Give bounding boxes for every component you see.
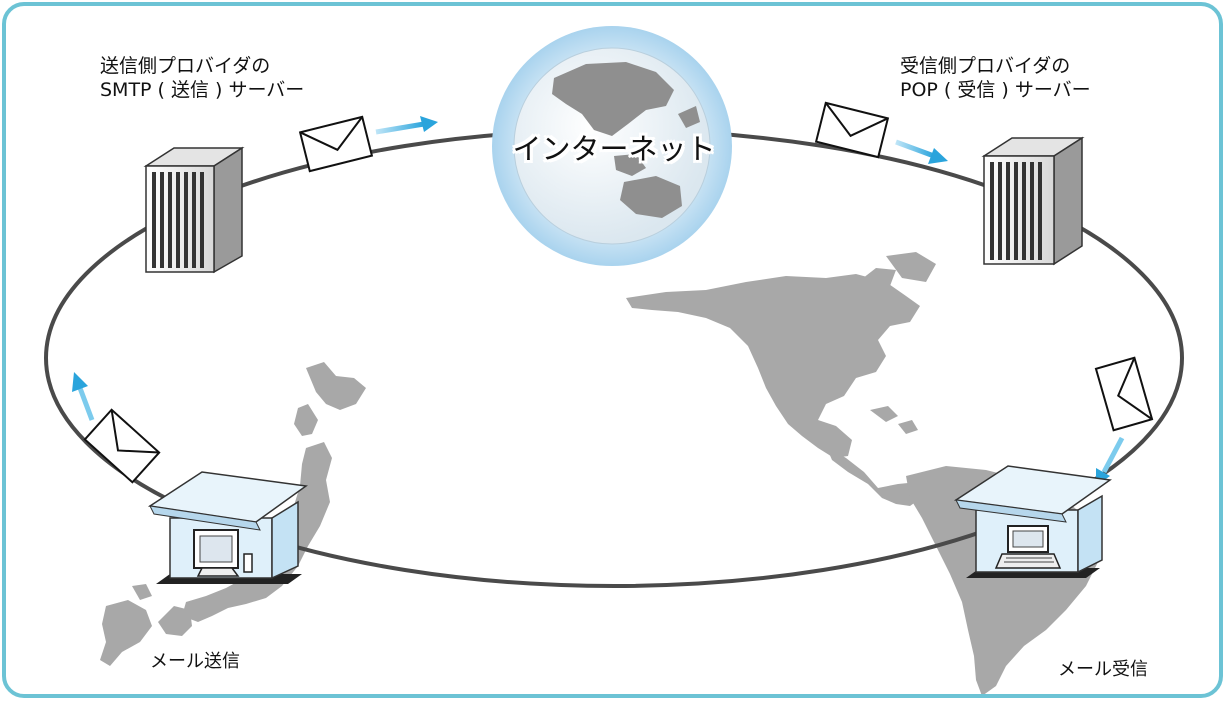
receive-label: メール受信	[1058, 659, 1148, 680]
receiver-server-label: 受信側プロバイダの POP ( 受信 ) サーバー	[900, 54, 1091, 102]
map-japan	[100, 362, 366, 666]
diagram-canvas	[44, 26, 1184, 694]
send-label: メール送信	[150, 651, 240, 672]
envelope-icon	[298, 115, 374, 173]
envelope-icon	[83, 408, 161, 484]
laptop-icon	[994, 525, 1062, 569]
sender-server-icon	[143, 146, 245, 274]
internet-label: インターネット	[512, 132, 716, 166]
globe-icon	[492, 26, 732, 266]
desktop-computer-icon	[193, 529, 253, 577]
receiver-server-icon	[981, 136, 1085, 266]
sender-server-label: 送信側プロバイダの SMTP ( 送信 ) サーバー	[100, 54, 304, 102]
sender-house-icon	[147, 471, 308, 584]
sender-server-label-line-1: 送信側プロバイダの	[100, 55, 271, 77]
receiver-server-label-line-2: POP ( 受信 ) サーバー	[900, 79, 1091, 101]
receiver-server-label-line-1: 受信側プロバイダの	[900, 55, 1071, 77]
receiver-house-icon	[953, 465, 1112, 578]
sender-server-label-line-2: SMTP ( 送信 ) サーバー	[100, 79, 305, 101]
arrow-icon	[895, 139, 948, 164]
arrow-icon	[72, 372, 95, 421]
arrow-icon	[375, 116, 438, 135]
envelope-icon	[814, 101, 890, 159]
envelope-icon	[1094, 356, 1154, 432]
